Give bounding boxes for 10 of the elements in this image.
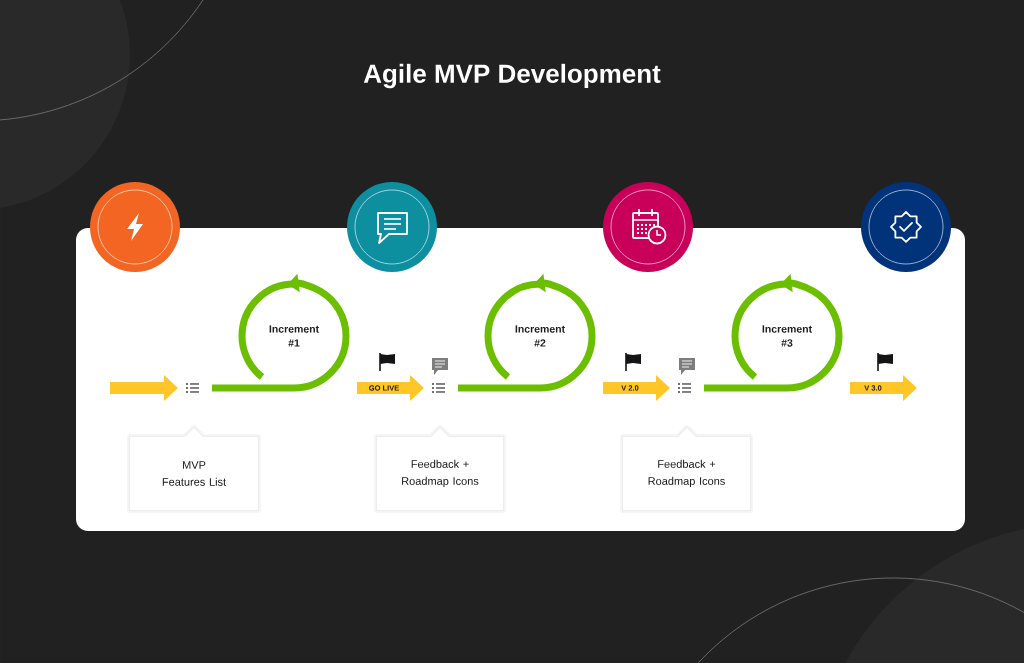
- node-label: Increment #3: [762, 325, 812, 347]
- list-icon: [678, 383, 692, 393]
- list-icon: [186, 383, 200, 393]
- callout-box: MVP Features List: [127, 425, 261, 513]
- title: Agile MVP Development: [363, 63, 661, 89]
- list-icon: [432, 383, 446, 393]
- callout-box: Feedback + Roadmap Icons: [620, 425, 753, 513]
- node-label: Increment #2: [515, 325, 565, 347]
- callout-box: Feedback + Roadmap Icons: [374, 425, 506, 513]
- node-label: Increment #1: [269, 325, 319, 347]
